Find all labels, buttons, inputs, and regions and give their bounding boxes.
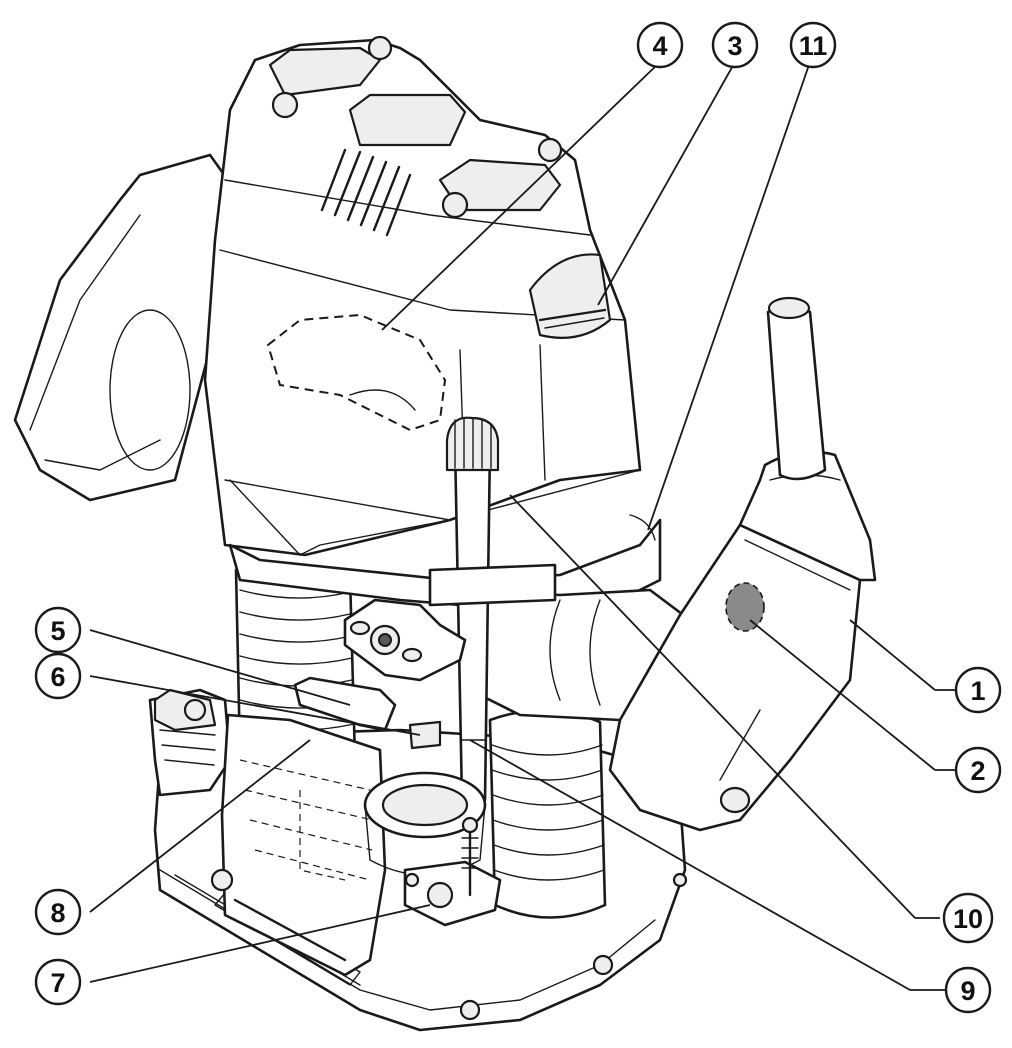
callout-4: 4 — [636, 21, 684, 69]
depth-rod — [428, 416, 557, 802]
callout-7: 7 — [34, 958, 82, 1006]
motor-housing — [203, 35, 642, 557]
callout-7-label: 7 — [50, 968, 65, 998]
callout-2: 2 — [954, 746, 1002, 794]
leader-6 — [89, 675, 421, 736]
callout-11: 11 — [789, 21, 837, 69]
leader-4 — [381, 61, 661, 331]
leader-11 — [647, 61, 811, 531]
callout-11-label: 11 — [799, 31, 828, 61]
callout-9-label: 9 — [960, 976, 975, 1006]
left-grip — [13, 153, 237, 502]
callout-8: 8 — [34, 888, 82, 936]
callout-6: 6 — [34, 652, 82, 700]
callout-1-label: 1 — [970, 676, 985, 706]
callout-4-label: 4 — [652, 31, 667, 61]
leader-10 — [509, 494, 916, 919]
callout-3-label: 3 — [727, 31, 742, 61]
right-column-bellows — [488, 709, 607, 919]
guide-plate — [210, 713, 387, 977]
leader-9 — [469, 739, 911, 991]
callout-5: 5 — [34, 606, 82, 654]
callout-1: 1 — [954, 666, 1002, 714]
leader-8 — [89, 739, 311, 913]
leader-2 — [749, 619, 936, 771]
leader-5 — [89, 629, 351, 706]
callout-10: 10 — [942, 892, 994, 944]
callout-10-label: 10 — [953, 904, 983, 934]
callout-6-label: 6 — [50, 662, 65, 692]
leader-1 — [849, 619, 936, 691]
leader-7 — [89, 904, 431, 983]
right-handle — [608, 296, 877, 832]
fine-adjust — [403, 816, 502, 927]
callout-3: 3 — [711, 21, 759, 69]
depth-turret — [148, 688, 232, 797]
switch-marker-icon — [725, 582, 765, 632]
callout-8-label: 8 — [50, 898, 65, 928]
leader-lines — [89, 61, 955, 991]
leader-3 — [597, 61, 736, 306]
callout-5-label: 5 — [50, 616, 65, 646]
callout-9: 9 — [944, 966, 992, 1014]
collet-ring — [363, 771, 487, 876]
locking-knob — [343, 598, 467, 682]
callout-2-label: 2 — [970, 756, 985, 786]
